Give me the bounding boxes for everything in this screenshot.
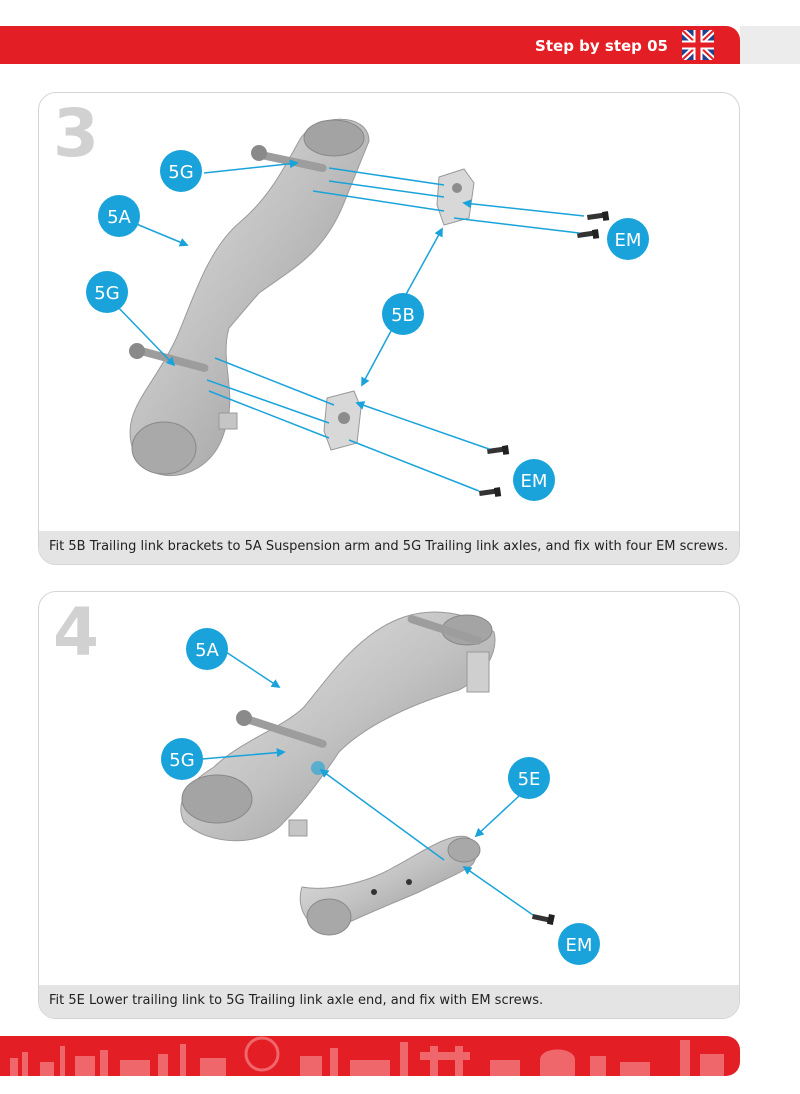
callout-5g-upper: 5G: [160, 150, 202, 192]
screw-em: [531, 914, 555, 926]
uk-flag-icon: [682, 30, 714, 60]
header-strip: [740, 26, 800, 64]
step-3-panel: 3: [38, 92, 740, 565]
callout-5g-lower: 5G: [86, 271, 128, 313]
leader-lines: [201, 651, 534, 916]
callout-em: EM: [558, 923, 600, 965]
footer-skyline-bar: [0, 1036, 740, 1076]
callout-5g: 5G: [161, 738, 203, 780]
screw-em: [479, 487, 502, 497]
svg-text:EM: EM: [566, 935, 593, 956]
svg-text:5G: 5G: [169, 750, 194, 771]
screw-em: [487, 445, 510, 455]
svg-text:5B: 5B: [391, 305, 415, 326]
page-title: Step by step 05: [535, 37, 668, 55]
svg-text:5G: 5G: [168, 162, 193, 183]
step-4-panel: 4: [38, 591, 740, 1019]
step-number: 4: [53, 594, 99, 671]
svg-text:5G: 5G: [94, 283, 119, 304]
london-skyline-icon: [10, 1036, 724, 1076]
callout-em-upper: EM: [607, 218, 649, 260]
svg-text:5A: 5A: [195, 640, 219, 661]
leader-lines: [113, 159, 585, 492]
svg-text:5E: 5E: [518, 769, 541, 790]
lower-bracket-5b: [323, 390, 362, 451]
step-caption: Fit 5B Trailing link brackets to 5A Susp…: [39, 531, 739, 564]
upper-bracket-5b: [436, 168, 475, 226]
svg-text:EM: EM: [615, 230, 642, 251]
step-3-illustration: 5G 5A 5G 5B EM EM: [86, 118, 649, 501]
screw-em: [577, 229, 600, 239]
suspension-arm-5a: [180, 611, 496, 842]
svg-text:5A: 5A: [107, 207, 131, 228]
top-axle: [407, 615, 483, 645]
lower-trailing-link-5e: [299, 835, 481, 936]
step-number: 3: [53, 95, 99, 172]
callout-5b: 5B: [382, 293, 424, 335]
header-bar: Step by step 05: [0, 26, 740, 64]
svg-text:EM: EM: [521, 471, 548, 492]
screw-em: [587, 211, 610, 221]
callout-5e: 5E: [508, 757, 550, 799]
callout-em-lower: EM: [513, 459, 555, 501]
step-caption: Fit 5E Lower trailing link to 5G Trailin…: [39, 985, 739, 1018]
callout-5a: 5A: [186, 628, 228, 670]
step-4-illustration: 5A 5G 5E EM: [161, 611, 600, 965]
suspension-arm-5a: [129, 118, 370, 476]
callout-5a: 5A: [98, 195, 140, 237]
